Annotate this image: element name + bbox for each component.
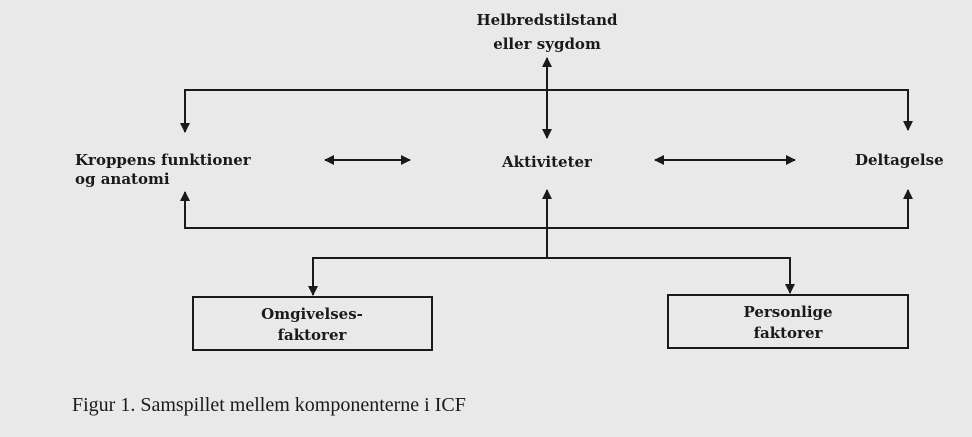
node-activities: Aktiviteter <box>501 153 593 171</box>
node-personal-box <box>667 294 909 349</box>
node-health-line2: eller sygdom <box>493 35 601 53</box>
figure-caption: Figur 1. Samspillet mellem komponenterne… <box>72 394 466 416</box>
node-health-line1: Helbredstilstand <box>476 11 618 29</box>
edge-context-factors <box>312 257 791 295</box>
node-personal-line1: Personlige <box>743 303 832 321</box>
node-environment-box <box>192 296 433 351</box>
node-participation: Deltagelse <box>855 151 944 169</box>
node-personal-line2: faktorer <box>754 324 824 342</box>
node-body-line1: Kroppens funktioner <box>75 151 252 169</box>
node-body-line2: og anatomi <box>75 170 170 188</box>
node-environment-line2: faktorer <box>278 326 348 344</box>
node-environment-line1: Omgivelses- <box>261 305 363 323</box>
